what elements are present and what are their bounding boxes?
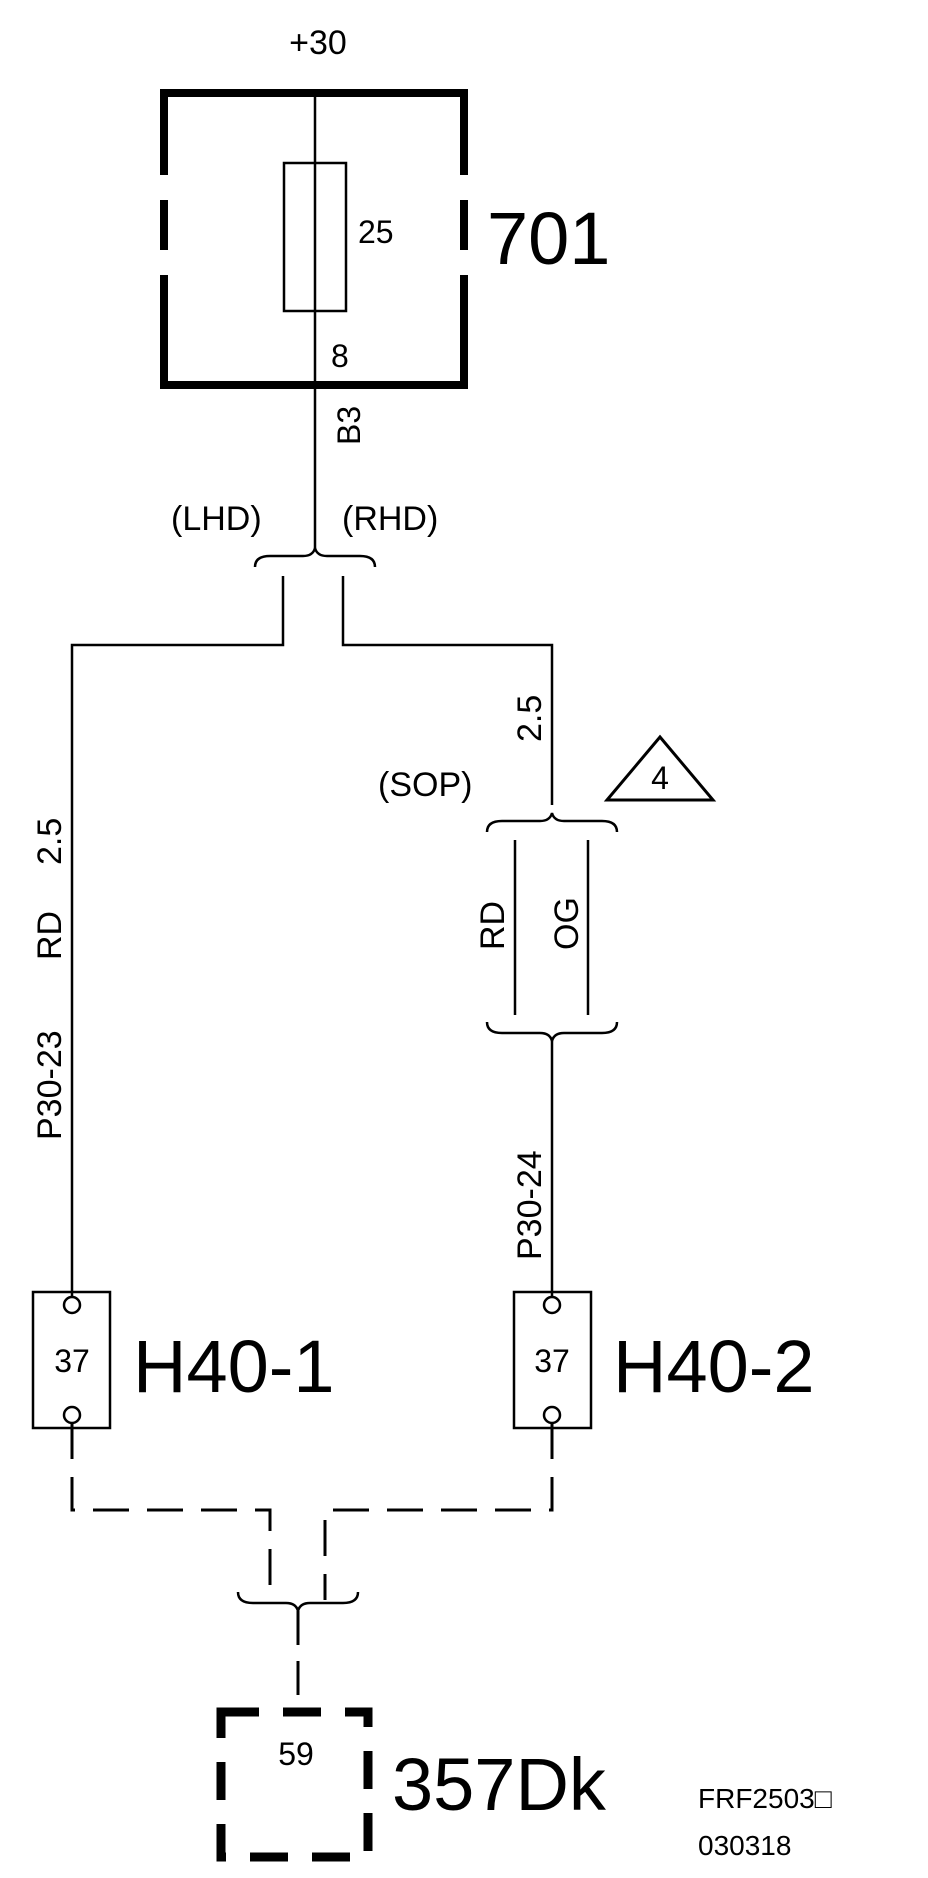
sop-option-og: OG (548, 897, 586, 950)
supply-label: +30 (289, 24, 347, 62)
ground-terminal (216, 1707, 373, 1862)
sop-option-rd: RD (474, 901, 512, 950)
branch-lhd-label: (LHD) (171, 500, 262, 538)
ground-brace (236, 1591, 360, 1612)
drawing-date: 030318 (698, 1830, 791, 1861)
connector-right-id: H40-2 (613, 1325, 815, 1408)
fuse-pin: 8 (331, 338, 349, 374)
ground-right-wire (323, 1423, 554, 1600)
left-wire-color: RD (31, 911, 69, 960)
sop-top-brace (485, 812, 619, 833)
left-wire-circuit: P30-23 (31, 1030, 69, 1140)
note-triangle (603, 734, 717, 802)
ground-left-wire (70, 1423, 272, 1600)
left-wire-gauge: 2.5 (31, 818, 69, 865)
connector-right (512, 1290, 593, 1430)
left-branch-wire (70, 576, 285, 1298)
connector-right-pin: 37 (534, 1343, 570, 1379)
right-branch-wire (341, 576, 554, 805)
note-triangle-number: 4 (651, 760, 669, 796)
connector-left-id: H40-1 (133, 1325, 335, 1408)
fuse-rating: 25 (358, 214, 394, 250)
connector-left-pin: 37 (54, 1343, 90, 1379)
ground-pin: 59 (278, 1736, 314, 1772)
fuse-terminal: B3 (331, 406, 367, 445)
sop-label: (SOP) (378, 766, 472, 804)
branch-brace (253, 547, 377, 568)
right-wire-gauge: 2.5 (511, 695, 549, 742)
fuse-box-id: 701 (487, 197, 610, 280)
sop-bottom-brace (485, 1021, 619, 1042)
ground-id: 357Dk (392, 1743, 607, 1826)
drawing-code: FRF2503□ (698, 1783, 832, 1814)
right-wire-circuit: P30-24 (511, 1150, 549, 1260)
branch-rhd-label: (RHD) (342, 500, 438, 538)
